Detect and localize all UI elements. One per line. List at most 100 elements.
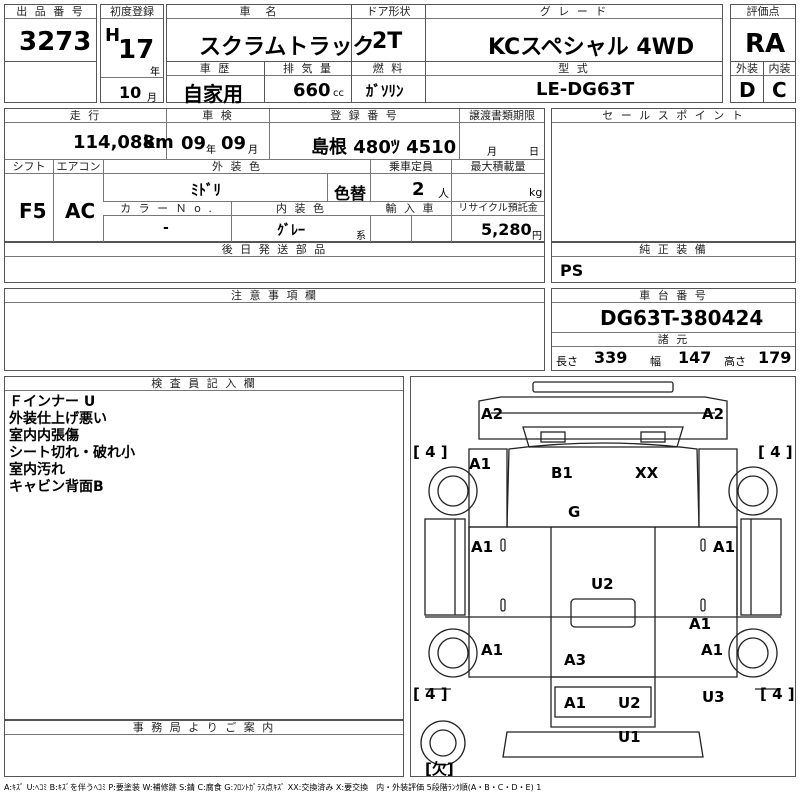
width-value: 147 (678, 348, 712, 367)
lot-number: 3273 (19, 27, 92, 57)
inspection-year: 09 (181, 133, 207, 154)
remark-line: 外装仕上げ悪い (9, 411, 107, 427)
height-value: 179 (758, 348, 792, 367)
mark-bed-front: U2 (591, 575, 614, 593)
car-name-label: 車 名 (167, 5, 351, 19)
history-label: 車 歴 (167, 62, 264, 76)
delivery-parts-cell: 後 日 発 送 部 品 (4, 242, 545, 283)
mark-rear-left: A1 (481, 641, 503, 659)
remark-line: 室内汚れ (9, 462, 65, 478)
first-reg-era: H (105, 25, 121, 46)
fuel-cell: 燃 料 ｶﾞｿﾘﾝ (351, 61, 426, 103)
aircon-label: エアコン (53, 160, 103, 174)
transfer-day-unit: 日 (529, 147, 539, 158)
recycle-label: リサイクル預託金 (451, 202, 544, 216)
genuine-equip-cell: 純 正 装 備 PS (551, 242, 796, 283)
divider (5, 159, 544, 160)
spare-tire: [欠] (425, 760, 454, 776)
interior-label: 内装 (764, 62, 795, 76)
divider (101, 77, 163, 78)
chassis-number: DG63T-380424 (600, 306, 764, 330)
exterior-score-cell: 外装 D (730, 61, 764, 103)
sales-point-label: セ ー ル ス ポ イ ン ト (552, 109, 795, 123)
displacement-label: 排 気 量 (265, 62, 351, 76)
notes-cell: 注 意 事 項 欄 (4, 288, 545, 371)
mark-bed-right: A1 (689, 615, 711, 633)
color-change: 色替 (334, 184, 367, 203)
interior-score-cell: 内装 C (763, 61, 796, 103)
reg-no: 島根 480ﾂ 4510 (311, 137, 457, 158)
first-reg-month-unit: 月 (147, 93, 157, 104)
office-cell: 事 務 局 よ り ご 案 内 (4, 720, 404, 777)
first-reg-year-unit: 年 (150, 67, 160, 78)
displacement-cell: 排 気 量 660 cc (264, 61, 352, 103)
mark-windshield-right: XX (635, 464, 659, 482)
door-type: 2T (372, 29, 403, 54)
genuine-equip: PS (560, 261, 584, 280)
legend: A:ｷｽﾞ U:ﾍｺﾐ B:ｷｽﾞを伴うﾍｺﾐ P:要塗装 W:補修跡 S:錆 … (4, 783, 542, 792)
truck-diagram: A2 A2 A1 B1 XX G A1 A1 U2 A1 A1 A1 A3 A1… (413, 381, 795, 776)
tire-rear-right: [ 4 ] (760, 685, 795, 703)
shift-label: シフト (5, 160, 53, 174)
history-cell: 車 歴 自家用 (166, 61, 265, 106)
specs-label: 諸 元 (552, 332, 795, 347)
remark-line: シート切れ・破れ小 (9, 445, 135, 461)
vehicle-info-block: 走 行 車 検 登 録 番 号 譲渡書類期限 114,088 km 09 年 0… (4, 108, 545, 242)
car-name-cell: 車 名 スクラムトラック (166, 4, 374, 62)
inspector-remarks: Ｆインナー U 外装仕上げ悪い 室内内張傷 シート切れ・破れ小 室内汚れ キャビ… (9, 394, 135, 496)
mark-front-left: A2 (481, 405, 503, 423)
remark-line: 室内内張傷 (9, 428, 79, 444)
mileage-unit: km (143, 132, 174, 153)
height-label: 高さ (724, 355, 746, 368)
ext-color-label: 外 装 色 (103, 160, 370, 174)
displacement-value: 660 (293, 80, 331, 101)
inspector-label: 検 査 員 記 入 欄 (5, 377, 403, 391)
int-color-label: 内 装 色 (231, 202, 370, 216)
mark-rear-right: A1 (701, 641, 723, 659)
color-no: - (163, 220, 169, 236)
model-type-label: 型 式 (426, 62, 722, 76)
divider (459, 109, 460, 159)
exterior-label: 外装 (731, 62, 763, 76)
door-type-label: ドア形状 (352, 5, 425, 19)
inspector-cell: 検 査 員 記 入 欄 Ｆインナー U 外装仕上げ悪い 室内内張傷 シート切れ・… (4, 376, 404, 720)
aircon: AC (65, 199, 96, 223)
max-load-label: 最大積載量 (451, 160, 544, 174)
chassis-cell: 車 台 番 号 DG63T-380424 諸 元 長さ 339 幅 147 高さ… (551, 288, 796, 371)
divider (269, 109, 270, 159)
grade: KCスペシャル 4WD (488, 35, 695, 60)
length-label: 長さ (556, 355, 578, 368)
office-label: 事 務 局 よ り ご 案 内 (5, 721, 403, 735)
first-reg-label: 初度登録 (101, 5, 163, 19)
tire-rear-left: [ 4 ] (413, 685, 448, 703)
mark-bumper-rear: U1 (618, 728, 641, 746)
shift: F5 (19, 199, 47, 223)
capacity-value: 2 (412, 179, 425, 200)
transfer-deadline-label: 譲渡書類期限 (459, 109, 544, 123)
mark-front-right: A2 (702, 405, 724, 423)
genuine-equip-label: 純 正 装 備 (552, 243, 795, 257)
recycle-value: 5,280 (481, 220, 532, 239)
score-label: 評価点 (731, 5, 795, 19)
score-cell: 評価点 RA (730, 4, 796, 62)
sales-point-cell: セ ー ル ス ポ イ ン ト (551, 108, 796, 242)
notes-label: 注 意 事 項 欄 (5, 289, 544, 303)
color-no-label: カ ラ ー Ｎ o . (103, 202, 231, 216)
remark-line: Ｆインナー U (9, 394, 96, 410)
divider (327, 173, 328, 201)
transfer-month-unit: 月 (487, 147, 497, 158)
remark-line: キャビン背面B (9, 479, 104, 495)
model-type-cell: 型 式 LE-DG63T (425, 61, 723, 103)
interior-score: C (772, 78, 787, 102)
delivery-parts-label: 後 日 発 送 部 品 (5, 243, 544, 257)
fuel: ｶﾞｿﾘﾝ (366, 82, 404, 100)
divider (53, 160, 54, 242)
damage-diagram: A2 A2 A1 B1 XX G A1 A1 U2 A1 A1 A1 A3 A1… (410, 376, 796, 777)
displacement-unit: cc (333, 88, 344, 99)
recycle-unit: 円 (532, 231, 542, 242)
mark-hood: G (568, 503, 580, 521)
tire-front-right: [ 4 ] (758, 443, 793, 461)
model-type: LE-DG63T (536, 79, 635, 100)
lot-blank-cell (4, 61, 97, 103)
mark-door-right: A1 (713, 538, 735, 556)
